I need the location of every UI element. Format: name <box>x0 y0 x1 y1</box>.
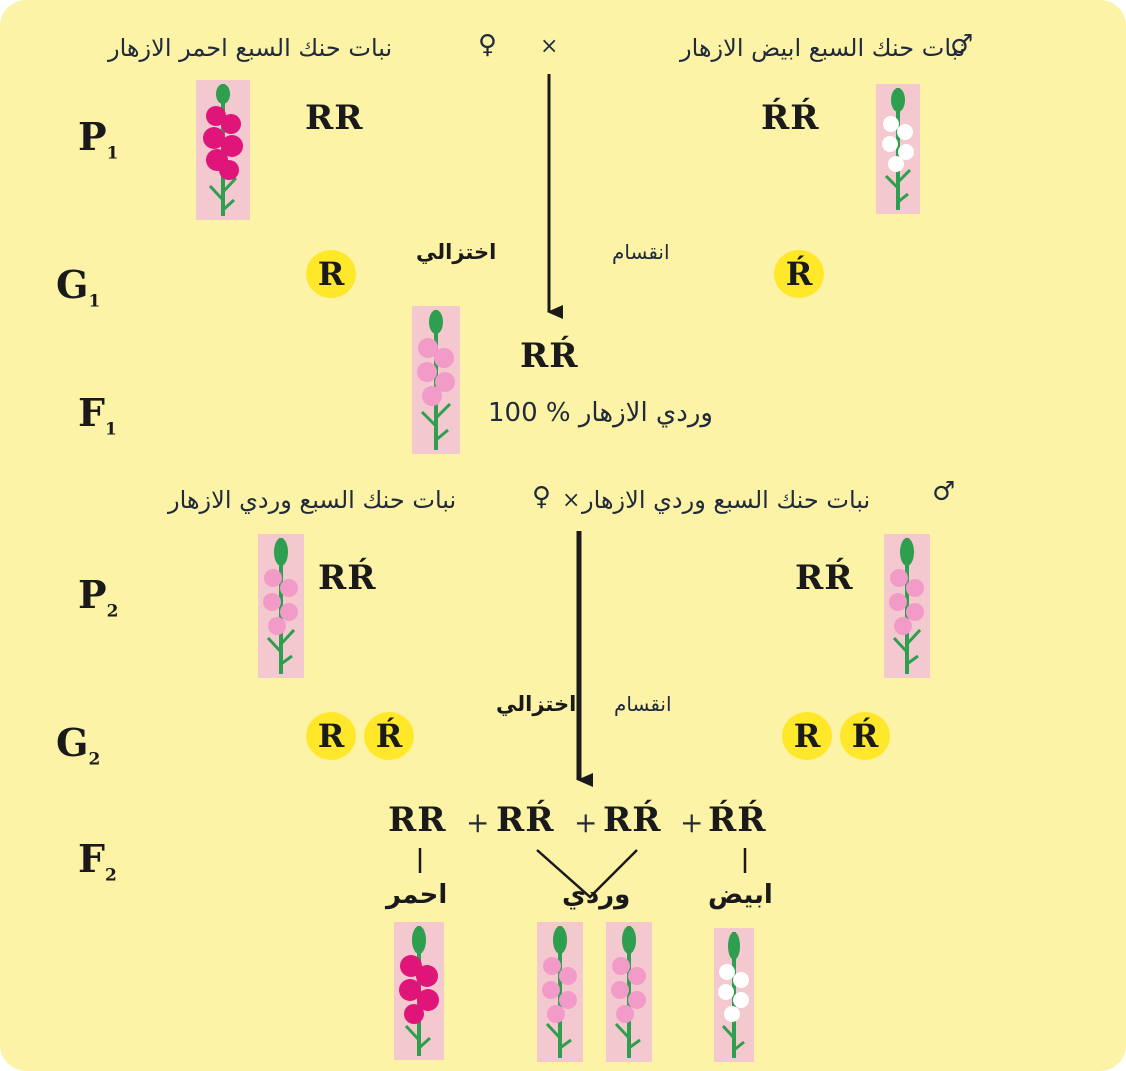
female-symbol-1: ♀ <box>478 30 498 60</box>
f2-plus-3: + <box>680 806 704 839</box>
cross2-female-genotype: RŔ <box>318 558 377 598</box>
row-label-f2: F2 <box>78 836 117 886</box>
red-flower-plant-f2 <box>394 922 444 1060</box>
f2-phenotype-white: ابيض <box>708 880 773 910</box>
white-flower-plant-f2 <box>714 928 754 1062</box>
cross1-male-genotype: ŔŔ <box>761 98 820 138</box>
cross2-gamete-female-1: R <box>306 712 356 760</box>
pink-flower-plant-f2-1 <box>537 922 583 1062</box>
pink-flower-plant-f2-2 <box>606 922 652 1062</box>
row-label-g2: G2 <box>56 720 101 770</box>
cross2-cross-sign: × <box>562 488 581 513</box>
red-flower-plant-p1 <box>196 80 250 220</box>
f2-phenotype-pink: وردي <box>562 880 631 910</box>
cross2-meiosis-left: اختزالي <box>496 692 577 716</box>
f2-genotype-3: RŔ <box>603 800 662 840</box>
f2-plus-2: + <box>574 806 598 839</box>
cross2-gamete-male-2: Ŕ <box>840 712 890 760</box>
f2-phenotype-red: احمر <box>386 880 448 910</box>
f2-pink-connector <box>536 849 638 899</box>
f2-genotype-1: RR <box>388 800 447 840</box>
cross2-gamete-male-1: R <box>782 712 832 760</box>
row-label-p1: P1 <box>78 114 119 164</box>
cross1-gamete-female: R <box>306 250 356 298</box>
cross2-female-label: نبات حنك السبع وردي الازهار <box>168 486 457 514</box>
male-symbol-1: ♂ <box>950 30 974 60</box>
cross1-female-label: نبات حنك السبع احمر الازهار <box>108 34 393 62</box>
pink-flower-plant-f1 <box>412 306 460 454</box>
cross1-female-genotype: RR <box>305 98 364 138</box>
f2-genotype-4: ŔŔ <box>708 800 767 840</box>
cross2-male-label: نبات حنك السبع وردي الازهار <box>582 486 871 514</box>
cross1-cross-sign: × <box>540 34 559 59</box>
row-label-g1: G1 <box>56 262 101 312</box>
cross1-offspring-phenotype: 100 % وردي الازهار <box>488 398 713 428</box>
female-symbol-2: ♀ <box>532 482 552 512</box>
pink-flower-plant-p2-female <box>258 534 304 678</box>
male-symbol-2: ♂ <box>932 477 956 507</box>
white-flower-plant-p1 <box>876 84 920 214</box>
row-label-p2: P2 <box>78 572 119 622</box>
cross1-meiosis-right: انقسام <box>612 240 670 264</box>
cross1-offspring-genotype: RŔ <box>520 336 579 376</box>
cross2-gamete-female-2: Ŕ <box>364 712 414 760</box>
f2-plus-1: + <box>466 806 490 839</box>
row-label-f1: F1 <box>78 390 117 440</box>
cross1-gamete-male: Ŕ <box>774 250 824 298</box>
cross1-meiosis-left: اختزالي <box>416 240 497 264</box>
pink-flower-plant-p2-male <box>884 534 930 678</box>
cross2-meiosis-right: انقسام <box>614 692 672 716</box>
cross2-male-genotype: RŔ <box>795 558 854 598</box>
cross1-male-label: نبات حنك السبع ابيض الازهار <box>680 34 966 62</box>
f2-genotype-2: RŔ <box>496 800 555 840</box>
